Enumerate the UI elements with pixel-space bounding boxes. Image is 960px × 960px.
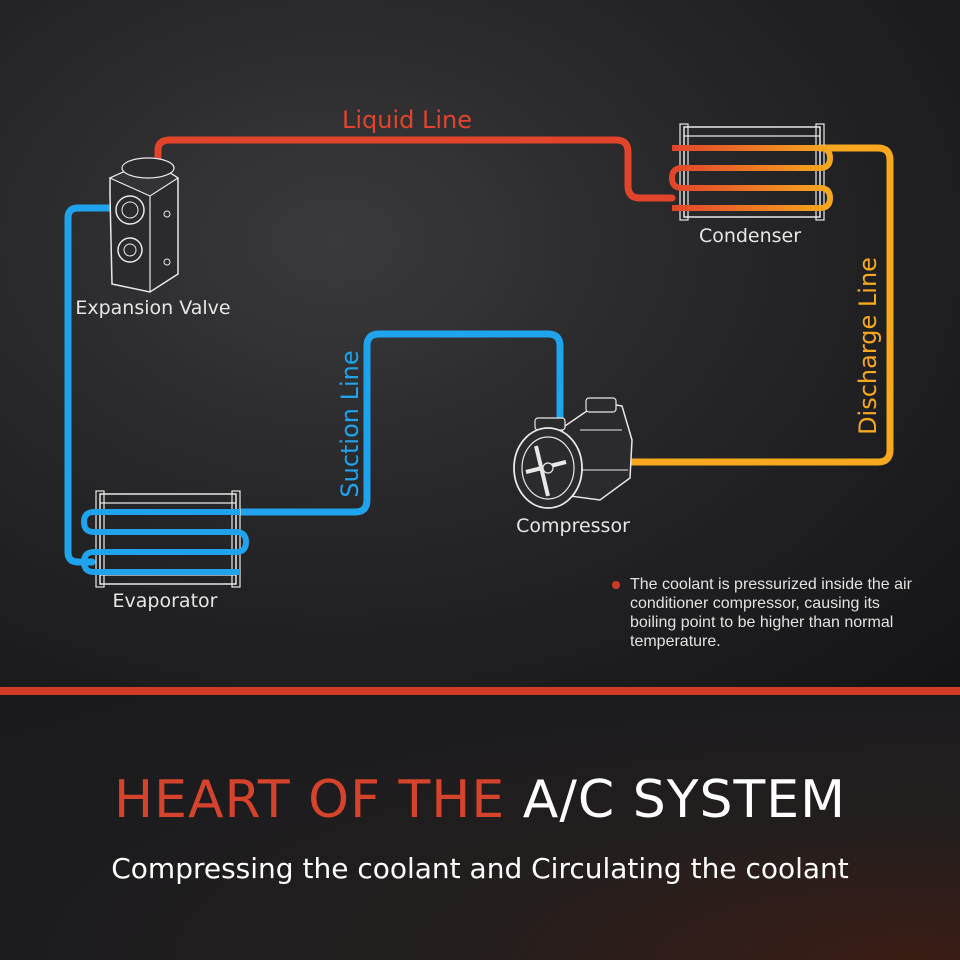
evaporator-label: Evaporator	[113, 590, 218, 612]
note-text: The coolant is pressurized inside the ai…	[630, 576, 912, 650]
bullet-dot-icon	[612, 581, 620, 589]
headline-part-white: A/C SYSTEM	[522, 770, 846, 830]
title-panel	[0, 695, 960, 960]
liquid-line	[154, 136, 676, 202]
ac-system-diagram: Expansion Valve Condenser Compressor Eva…	[64, 106, 894, 612]
suction-line-label: Suction Line	[336, 350, 364, 497]
headline-part-red: HEART OF THE	[114, 770, 523, 830]
compressor-icon	[513, 397, 633, 509]
evaporator-icon	[80, 490, 250, 588]
valve-to-evaporator-line	[64, 204, 116, 566]
compressor-label: Compressor	[516, 515, 630, 537]
expansion-valve-icon	[108, 157, 180, 293]
headline: HEART OF THE A/C SYSTEM	[0, 770, 960, 830]
condenser-icon	[668, 123, 834, 221]
info-note: The coolant is pressurized inside the ai…	[612, 575, 912, 651]
condenser-label: Condenser	[699, 225, 801, 247]
liquid-line-label: Liquid Line	[342, 106, 472, 134]
expansion-valve-label: Expansion Valve	[75, 297, 230, 319]
discharge-line	[616, 144, 894, 466]
suction-line	[236, 330, 564, 516]
discharge-line-label: Discharge Line	[854, 257, 882, 435]
subtitle: Compressing the coolant and Circulating …	[111, 852, 849, 885]
divider-bar	[0, 687, 960, 695]
